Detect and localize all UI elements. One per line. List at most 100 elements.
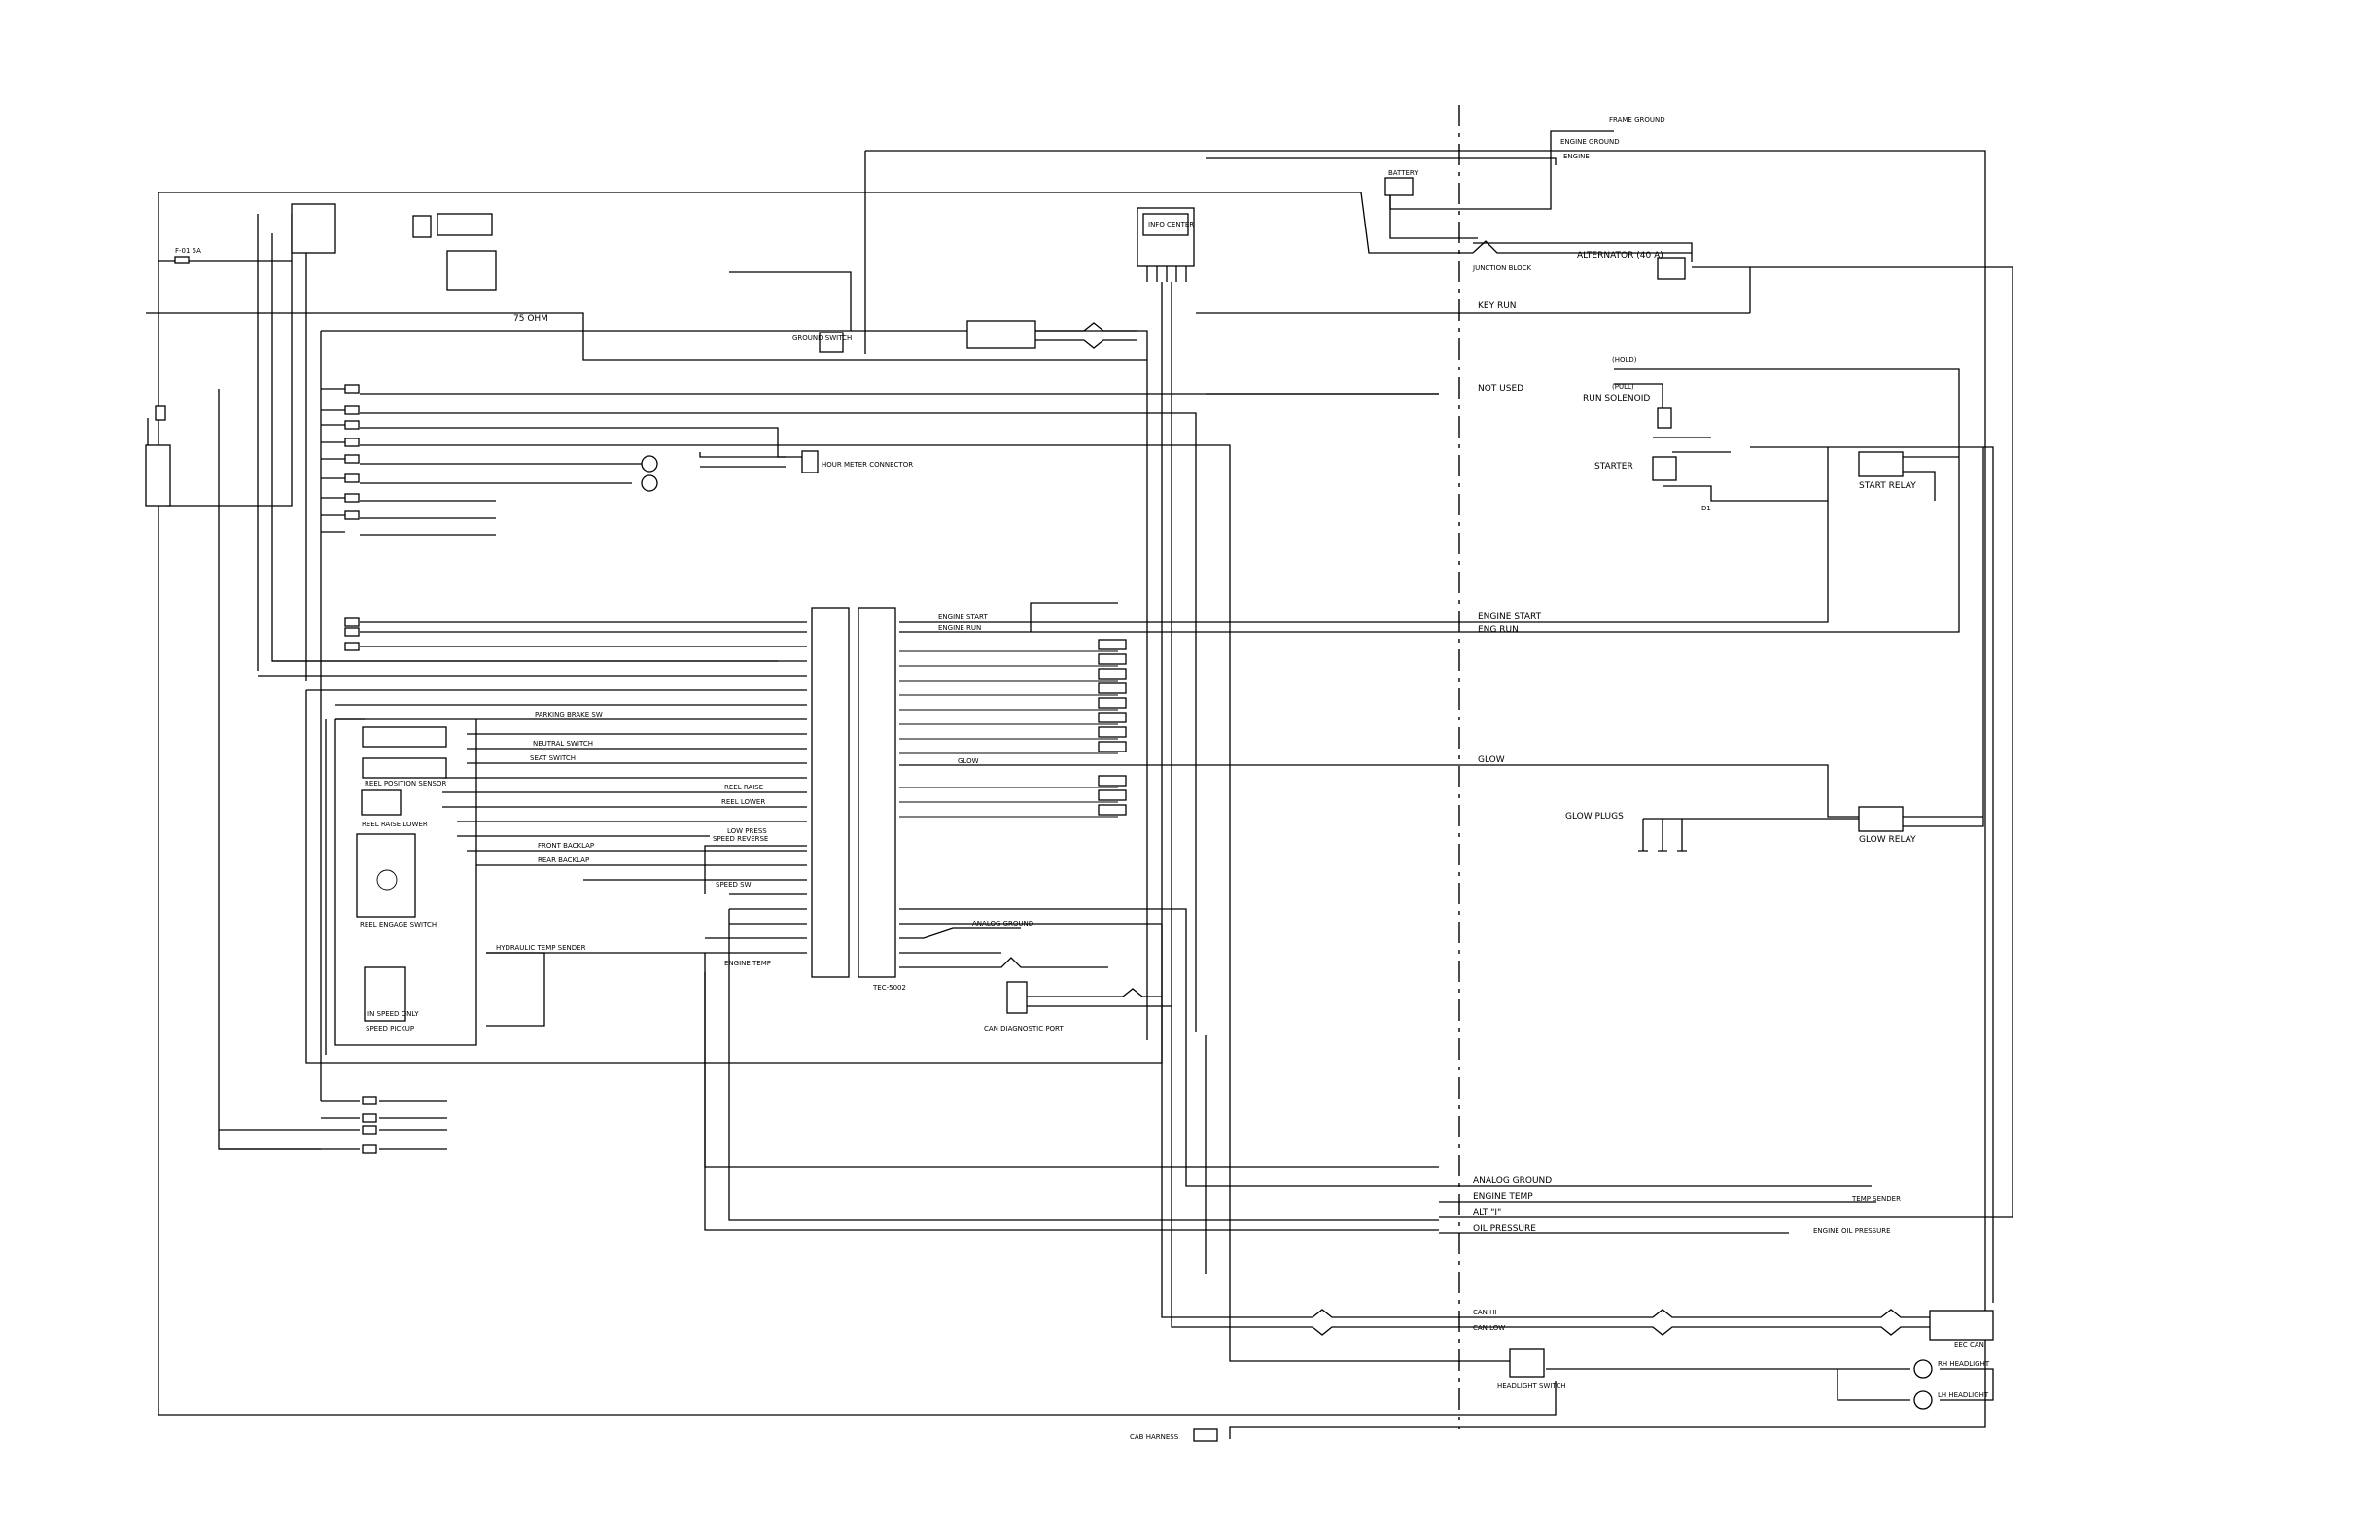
wire-cab-main bbox=[158, 192, 1692, 1416]
alternator-label: ALTERNATOR (40 A) bbox=[1577, 251, 1663, 261]
fuse bbox=[344, 454, 360, 464]
ignition-switch-box bbox=[446, 250, 497, 291]
wire-left-vertical-b bbox=[257, 214, 307, 681]
hour-meter-box bbox=[801, 450, 819, 473]
wire-eng-analog bbox=[1439, 1185, 1876, 1234]
fuse bbox=[362, 1125, 377, 1135]
info-center-screen bbox=[1142, 213, 1189, 236]
rh-headlight bbox=[1913, 1359, 1933, 1379]
can-hi-r-label: CAN HI bbox=[1473, 1309, 1496, 1316]
tec-5002-right bbox=[858, 607, 896, 978]
reel-engage-label: REEL ENGAGE SWITCH bbox=[360, 921, 437, 928]
wire-gw-out bbox=[379, 1100, 447, 1150]
info-center-pins bbox=[1146, 266, 1187, 282]
cab-harness-connector bbox=[1193, 1428, 1218, 1442]
speed-reverse-label: SPEED REVERSE bbox=[713, 835, 768, 843]
glow-relay-label: GLOW RELAY bbox=[1859, 835, 1916, 845]
wire-info-center bbox=[360, 427, 817, 458]
low-press-label: LOW PRESS bbox=[727, 827, 767, 835]
temp-sender-label: TEMP SENDER bbox=[1851, 1195, 1901, 1203]
wire-to-info bbox=[321, 271, 1148, 1040]
wire-can-diag bbox=[1011, 988, 1172, 1007]
speed-pickup-box bbox=[364, 966, 406, 1022]
cab-power-relay bbox=[145, 444, 171, 507]
lh-headlight bbox=[1913, 1390, 1933, 1410]
solenoid-coil bbox=[1098, 682, 1127, 694]
reel-engage-knob bbox=[376, 869, 398, 891]
run-solenoid-box bbox=[1657, 407, 1672, 429]
wire-can-right bbox=[1439, 1309, 1930, 1336]
ground-switch bbox=[819, 332, 844, 353]
wire-tec-can bbox=[899, 952, 1108, 968]
lh-headlight-label: LH HEADLIGHT bbox=[1938, 1391, 1989, 1399]
front-backlap-label: FRONT BACKLAP bbox=[538, 842, 594, 850]
sensor-frame bbox=[325, 718, 477, 1055]
engine-start-label: ENGINE START bbox=[1478, 612, 1542, 622]
f01-label: F-01 5A bbox=[175, 247, 201, 255]
solenoid-coil bbox=[1098, 775, 1127, 787]
solenoid-coil bbox=[1098, 639, 1127, 650]
fuse bbox=[344, 405, 360, 415]
solenoid-coil bbox=[1098, 668, 1127, 680]
tec-label: TEC-5002 bbox=[872, 984, 906, 992]
power-point-socket bbox=[641, 474, 658, 492]
glow-label: GLOW bbox=[1478, 755, 1505, 765]
reel-raise-lower-label: REEL RAISE LOWER bbox=[362, 821, 428, 828]
run-solenoid-label: RUN SOLENOID bbox=[1583, 394, 1650, 403]
fuse-bank-main bbox=[320, 331, 345, 1101]
wire-start-relay bbox=[1439, 447, 1959, 623]
wire-gnd-top bbox=[1206, 158, 1557, 165]
wire-battery-junction bbox=[1389, 194, 1478, 239]
wire-left-harness bbox=[147, 214, 321, 1150]
wire-tec-analog bbox=[899, 908, 1162, 939]
wire-analog-gnd bbox=[1147, 908, 1439, 1187]
neutral-switch-label: NEUTRAL SWITCH bbox=[533, 740, 593, 748]
wire-alternator bbox=[1439, 242, 2013, 1218]
wire-tmp-can bbox=[1035, 322, 1138, 349]
reel-engage-switch-box bbox=[356, 833, 416, 918]
wire-tec-pwr bbox=[258, 621, 807, 706]
analog-ground-label: ANALOG GROUND bbox=[1473, 1176, 1552, 1186]
eec-can-label: EEC CAN bbox=[1954, 1341, 1984, 1348]
oil-pressure-label: OIL PRESSURE bbox=[1473, 1224, 1536, 1234]
fuse bbox=[344, 642, 360, 651]
eec-can-box bbox=[1929, 1310, 1994, 1341]
fuse bbox=[362, 1144, 377, 1154]
fuse-f01 bbox=[174, 256, 190, 264]
relay-small bbox=[412, 215, 432, 238]
fuse bbox=[344, 510, 360, 520]
reel-position-sensor-box bbox=[362, 757, 447, 779]
tmp-box bbox=[966, 320, 1036, 349]
parking-brake-label: PARKING BRAKE SW bbox=[535, 711, 603, 718]
wire-75ohm bbox=[146, 312, 1147, 361]
can-diag-port bbox=[1006, 981, 1028, 1014]
reel-raise-lower-switch bbox=[361, 789, 402, 816]
start-relay-box bbox=[1858, 451, 1904, 477]
75-ohm-label: 75 OHM bbox=[513, 314, 548, 324]
engine-start-out-label: ENGINE START bbox=[938, 613, 988, 621]
engine-temp-in-label: ENGINE TEMP bbox=[724, 960, 771, 967]
wire-glow bbox=[1439, 447, 1984, 827]
wire-top-power bbox=[864, 150, 1986, 1439]
solenoid-coil bbox=[1098, 653, 1127, 665]
air-ride-seat-motor bbox=[641, 455, 658, 472]
reel-lower-label: REEL LOWER bbox=[721, 798, 765, 806]
battery-box bbox=[1384, 177, 1414, 196]
engine-ground-label: ENGINE GROUND bbox=[1560, 138, 1620, 146]
speed-pickup-label: SPEED PICKUP bbox=[366, 1025, 414, 1032]
wire-options bbox=[360, 500, 496, 536]
wire-tec-out-run bbox=[899, 602, 1439, 633]
ground-switch-label: GROUND SWITCH bbox=[792, 334, 852, 342]
parking-brake-switch-box bbox=[362, 726, 447, 748]
wire-screen-pwr bbox=[360, 412, 1197, 1032]
tec-5002-left bbox=[811, 607, 850, 978]
can-low-r-label: CAN LOW bbox=[1473, 1324, 1505, 1332]
wire-left-vertical-a bbox=[271, 233, 778, 662]
fuse bbox=[362, 1113, 377, 1123]
d1-label: D1 bbox=[1701, 505, 1711, 512]
hyd-temp-label: HYDRAULIC TEMP SENDER bbox=[496, 944, 586, 952]
hold-label: (HOLD) bbox=[1612, 356, 1637, 364]
frame-ground-label: FRAME GROUND bbox=[1609, 116, 1665, 123]
wire-run-solenoid bbox=[1439, 368, 1960, 633]
